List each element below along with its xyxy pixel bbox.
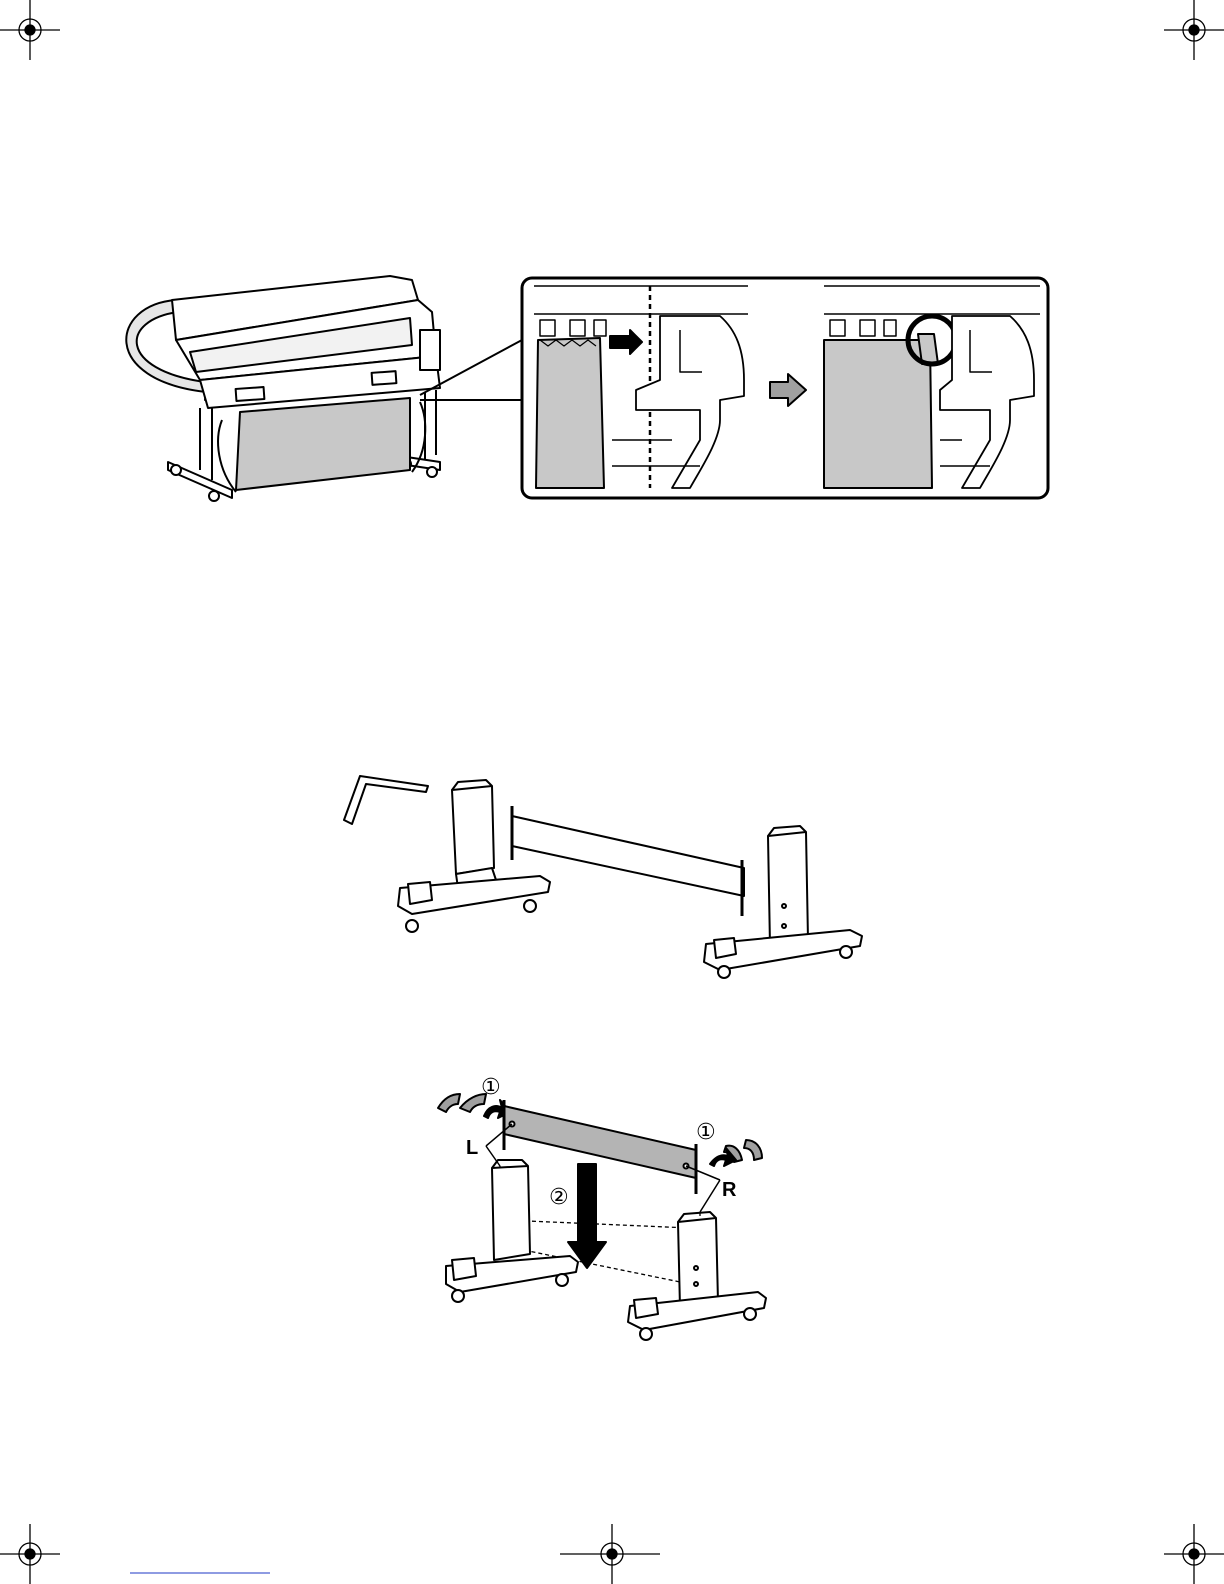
- right-side-label: R: [722, 1180, 736, 1200]
- left-side-label: L: [466, 1138, 478, 1158]
- down-arrow-icon: [568, 1164, 606, 1268]
- rotation-arcs-left-icon: [438, 1094, 486, 1112]
- step-two-marker: ②: [549, 1187, 569, 1209]
- step-one-marker-right: ①: [696, 1122, 716, 1144]
- step-one-marker-left: ①: [481, 1077, 501, 1099]
- left-leg-assembly: [446, 1160, 578, 1302]
- crossbar-raised: [504, 1106, 696, 1178]
